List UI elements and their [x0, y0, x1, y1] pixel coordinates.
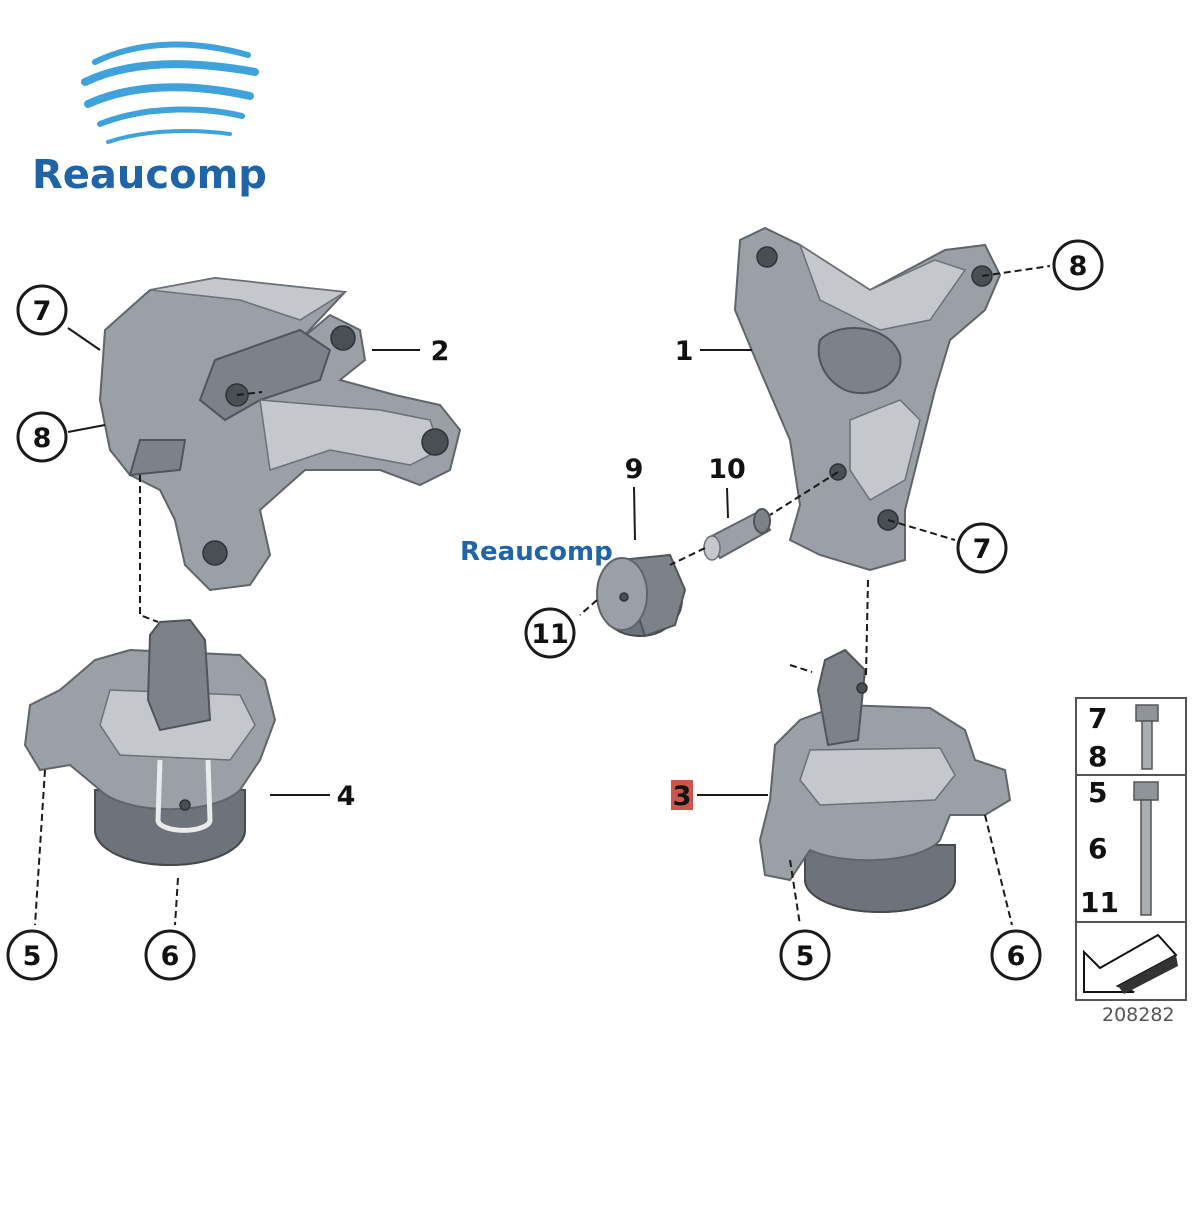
- callout-6-right: 6: [990, 929, 1042, 981]
- spacer-sleeve: [703, 508, 772, 561]
- rubber-damper: [596, 553, 687, 638]
- callout-10: 10: [708, 454, 746, 485]
- callout-2: 2: [431, 336, 450, 367]
- callout-5-right: 5: [779, 929, 831, 981]
- callout-5-left: 5: [6, 929, 58, 981]
- legend-11: 11: [1080, 886, 1119, 919]
- callout-3: 3: [671, 780, 693, 812]
- callout-7-right-label: 7: [973, 534, 992, 565]
- callout-8-left-label: 8: [33, 423, 52, 454]
- assembly-lines: [34, 265, 1051, 926]
- bolt-legend: 7 8 5 6 11: [1075, 697, 1187, 1001]
- engine-mount-right: [758, 648, 1012, 913]
- callout-8-right: 8: [1052, 239, 1104, 291]
- leader-lines: [67, 327, 768, 796]
- callout-1-label: 1: [675, 336, 694, 367]
- callout-9: 9: [625, 454, 644, 485]
- callout-5-left-label: 5: [23, 941, 42, 972]
- callout-9-label: 9: [625, 454, 644, 485]
- callout-8-right-label: 8: [1069, 251, 1088, 282]
- engine-support-bracket-right: [733, 226, 1002, 572]
- callout-6-left-label: 6: [161, 941, 180, 972]
- legend-6: 6: [1088, 832, 1107, 865]
- callout-4: 4: [337, 781, 356, 812]
- callout-8-left: 8: [16, 411, 68, 463]
- callout-11: 11: [524, 607, 576, 659]
- arrow-icon: [1083, 933, 1178, 994]
- brand-name: Reaucomp: [32, 152, 267, 198]
- callout-4-label: 4: [337, 781, 356, 812]
- brand-watermark: Reaucomp: [460, 537, 613, 567]
- callout-7-left: 7: [16, 284, 68, 336]
- callout-6-right-label: 6: [1007, 941, 1026, 972]
- short-bolt-icon: [1135, 704, 1159, 770]
- callout-5-right-label: 5: [796, 941, 815, 972]
- callout-6-left: 6: [144, 929, 196, 981]
- long-bolt-icon: [1133, 781, 1159, 916]
- legend-7: 7: [1088, 702, 1107, 735]
- engine-support-bracket-left: [98, 276, 462, 592]
- wave-icon: [81, 41, 259, 144]
- diagram-id: 208282: [1102, 1004, 1175, 1026]
- brand-logo: Reaucomp: [32, 41, 267, 198]
- callout-10-label: 10: [708, 454, 746, 485]
- engine-mount-left: [23, 618, 277, 866]
- legend-8: 8: [1088, 740, 1107, 773]
- callout-3-label: 3: [673, 781, 692, 812]
- callout-1: 1: [675, 336, 694, 367]
- legend-5: 5: [1088, 776, 1107, 809]
- callout-11-label: 11: [531, 619, 569, 650]
- callout-2-label: 2: [431, 336, 450, 367]
- callout-7-right: 7: [956, 522, 1008, 574]
- callout-7-left-label: 7: [33, 296, 52, 327]
